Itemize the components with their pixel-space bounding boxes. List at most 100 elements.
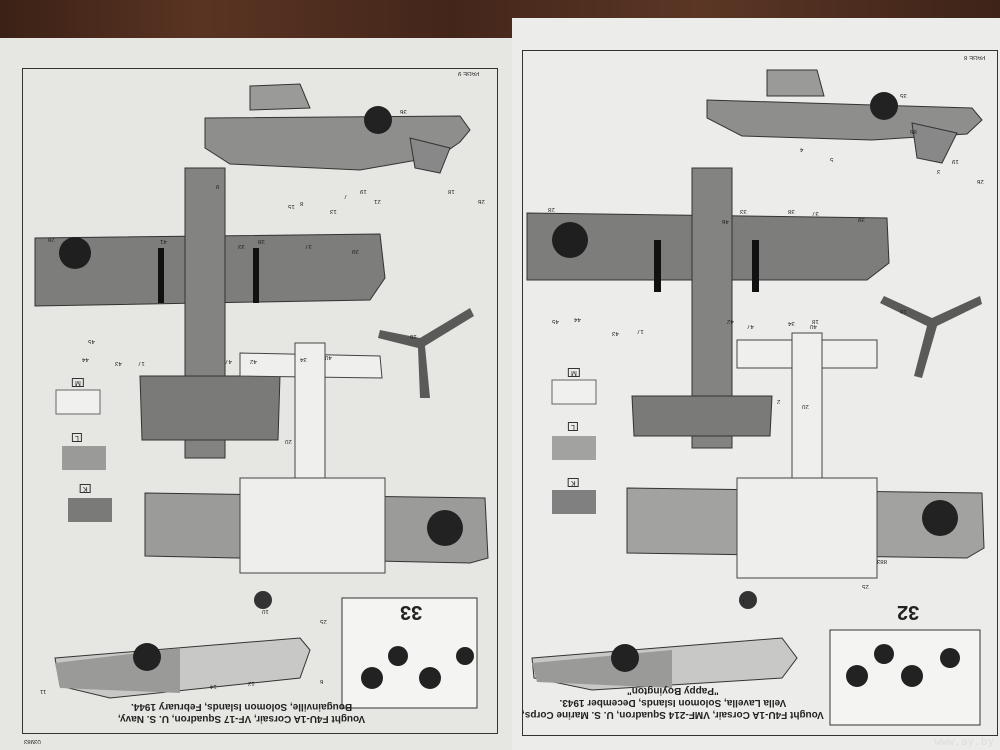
callout-number: 28 — [48, 236, 55, 242]
callout-number: 37 — [305, 243, 312, 249]
aircraft-caption: Vought F4U-1A Corsair, VF-17 Squadron, U… — [118, 700, 365, 724]
callout-number: 7 — [344, 193, 348, 199]
tail-fin — [409, 137, 451, 174]
propeller — [378, 308, 474, 398]
step-number: 32 — [897, 601, 920, 623]
callout-number: 39 — [858, 216, 865, 222]
caption-line-1: Vought F4U-1A Corsair, VF-17 Squadron, U… — [118, 713, 366, 724]
callout-number: 13 — [330, 208, 337, 214]
callout-number: 16 — [900, 308, 907, 314]
callout-number: 4 — [800, 146, 804, 152]
callout-number: 38 — [788, 208, 795, 214]
callout-number: 883 — [877, 558, 888, 564]
callout-number: 18 — [448, 188, 455, 194]
callout-number: 44 — [574, 316, 581, 322]
left-aircraft-drawings — [34, 83, 489, 709]
callout-number: 14 — [210, 683, 217, 689]
caption-line-1: Vought F4U-1A Corsair, VMF-214 Squadron,… — [522, 709, 824, 720]
canopy — [766, 69, 825, 97]
page-label: PAGE 9 — [458, 70, 480, 76]
canopy — [249, 83, 311, 111]
propeller — [880, 296, 982, 378]
chip-label-m: M — [568, 368, 580, 377]
landing-wheel — [254, 591, 272, 609]
callout-number: 21 — [374, 198, 381, 204]
callout-number: 9 — [216, 183, 220, 189]
insignia-star — [364, 106, 392, 134]
callout-number: 41 — [160, 238, 167, 244]
callout-number: 15 — [288, 203, 295, 209]
callout-number: 28 — [548, 206, 555, 212]
tail-fin — [911, 122, 958, 164]
insignia-star — [59, 237, 91, 269]
part-code: 03983 — [24, 738, 41, 744]
landing-wheel — [739, 591, 757, 609]
caption-line-2: Bougainville, Solomon Islands, February … — [130, 701, 353, 712]
caption-line-2: Vella Lavella, Solomon Islands, December… — [559, 697, 787, 708]
insignia-star — [611, 644, 639, 672]
color-chip-m — [551, 379, 597, 405]
page-label: PAGE 8 — [964, 54, 986, 60]
callout-number: 33 — [740, 208, 747, 214]
center-section-underside — [736, 477, 878, 579]
callout-number: 34 — [788, 320, 795, 326]
step-number: 33 — [400, 601, 423, 623]
callout-number: 45 — [552, 318, 559, 324]
callout-number: 12 — [248, 680, 255, 686]
callout-number: 47 — [225, 358, 232, 364]
callout-number: 39 — [352, 248, 359, 254]
insignia-star — [922, 500, 958, 536]
callout-number: 40 — [810, 323, 817, 329]
callout-number: 44 — [82, 356, 89, 362]
callout-number: 34 — [300, 356, 307, 362]
callout-number: 25 — [862, 583, 869, 589]
callout-number: 8 — [300, 200, 304, 206]
color-chip-k — [68, 498, 112, 522]
insignia-star — [552, 222, 588, 258]
wing-stripe — [253, 248, 259, 303]
callout-number: 19 — [360, 188, 367, 194]
chip-label-k: K — [80, 484, 91, 493]
callout-number: 20 — [802, 403, 809, 409]
wing-stripe — [158, 248, 164, 303]
aircraft-caption: Vought F4U-1A Corsair, VMF-214 Squadron,… — [522, 684, 824, 720]
right-instruction-page: PAGE 8 32 Vought F4U-1A Corsair, VMF-214… — [512, 18, 1000, 750]
callout-number: 43 — [612, 330, 619, 336]
insignia-star — [427, 510, 463, 546]
color-chip-k — [552, 490, 596, 514]
color-chip-l — [552, 436, 596, 460]
fuselage-underside — [791, 332, 823, 489]
callout-number: 17 — [637, 328, 644, 334]
chip-label-m: M — [72, 378, 84, 387]
callout-number: 11 — [40, 688, 47, 694]
callout-number: 3 — [937, 168, 941, 174]
callout-number: 16 — [410, 333, 417, 339]
callout-number: 6 — [320, 678, 324, 684]
callout-number: 42 — [727, 318, 734, 324]
callout-number: 36 — [400, 108, 407, 114]
callout-number: 25 — [320, 618, 327, 624]
callout-number: 2 — [777, 398, 781, 404]
caption-line-3: "Pappy Boyington" — [627, 685, 719, 696]
wing-stripe — [752, 240, 759, 292]
callout-number: 40 — [325, 354, 332, 360]
decal-sheet-preview — [341, 597, 478, 709]
wing-stripe — [654, 240, 661, 292]
callout-number: 46 — [722, 218, 729, 224]
color-chip-l — [62, 446, 106, 470]
color-chip-m — [55, 389, 101, 415]
callout-number: 26 — [478, 198, 485, 204]
callout-number: 37 — [812, 210, 819, 216]
callout-number: 1 — [742, 598, 746, 604]
callout-number: 19 — [952, 158, 959, 164]
callout-number: 35 — [900, 92, 907, 98]
callout-number: 45 — [88, 338, 95, 344]
insignia-star — [870, 92, 898, 120]
callout-number: 26 — [977, 178, 984, 184]
callout-number: 86 — [910, 128, 917, 134]
watermark: www.ay.by — [934, 735, 994, 748]
callout-number: 33 — [238, 243, 245, 249]
callout-number: 43 — [115, 360, 122, 366]
callout-number: 47 — [747, 323, 754, 329]
center-section-underside — [239, 477, 386, 574]
